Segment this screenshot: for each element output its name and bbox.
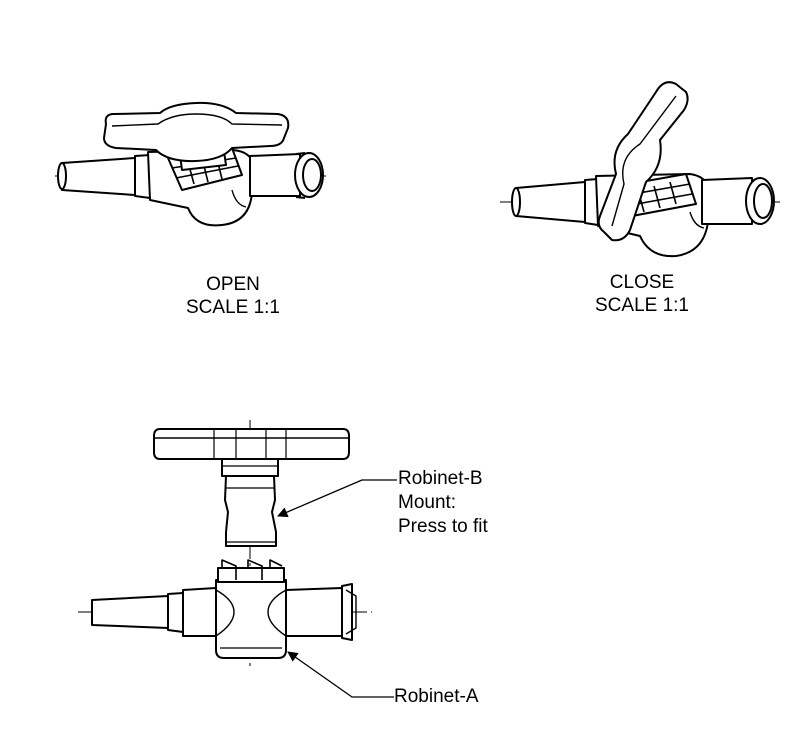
robinet-b-mount: Mount:: [398, 492, 457, 513]
robinet-b-leader: [277, 479, 397, 518]
close-view-caption: CLOSE SCALE 1:1: [595, 271, 689, 317]
open-view-caption: OPEN SCALE 1:1: [186, 273, 280, 319]
open-view-title: OPEN: [206, 274, 260, 295]
close-valve-view: [500, 81, 780, 258]
robinet-b-part: [153, 428, 350, 547]
open-view-scale: SCALE 1:1: [186, 297, 280, 318]
exploded-view: [78, 420, 397, 698]
robinet-b-callout: Robinet-B Mount: Press to fit: [398, 467, 488, 539]
robinet-a-callout: Robinet-A: [394, 685, 479, 709]
open-valve-view: [55, 101, 330, 227]
robinet-a-part: [78, 559, 372, 659]
robinet-b-fit: Press to fit: [398, 516, 488, 537]
robinet-a-name: Robinet-A: [394, 686, 479, 707]
close-view-scale: SCALE 1:1: [595, 295, 689, 316]
robinet-a-leader: [287, 651, 394, 698]
close-view-title: CLOSE: [609, 272, 675, 293]
robinet-b-name: Robinet-B: [398, 468, 483, 489]
